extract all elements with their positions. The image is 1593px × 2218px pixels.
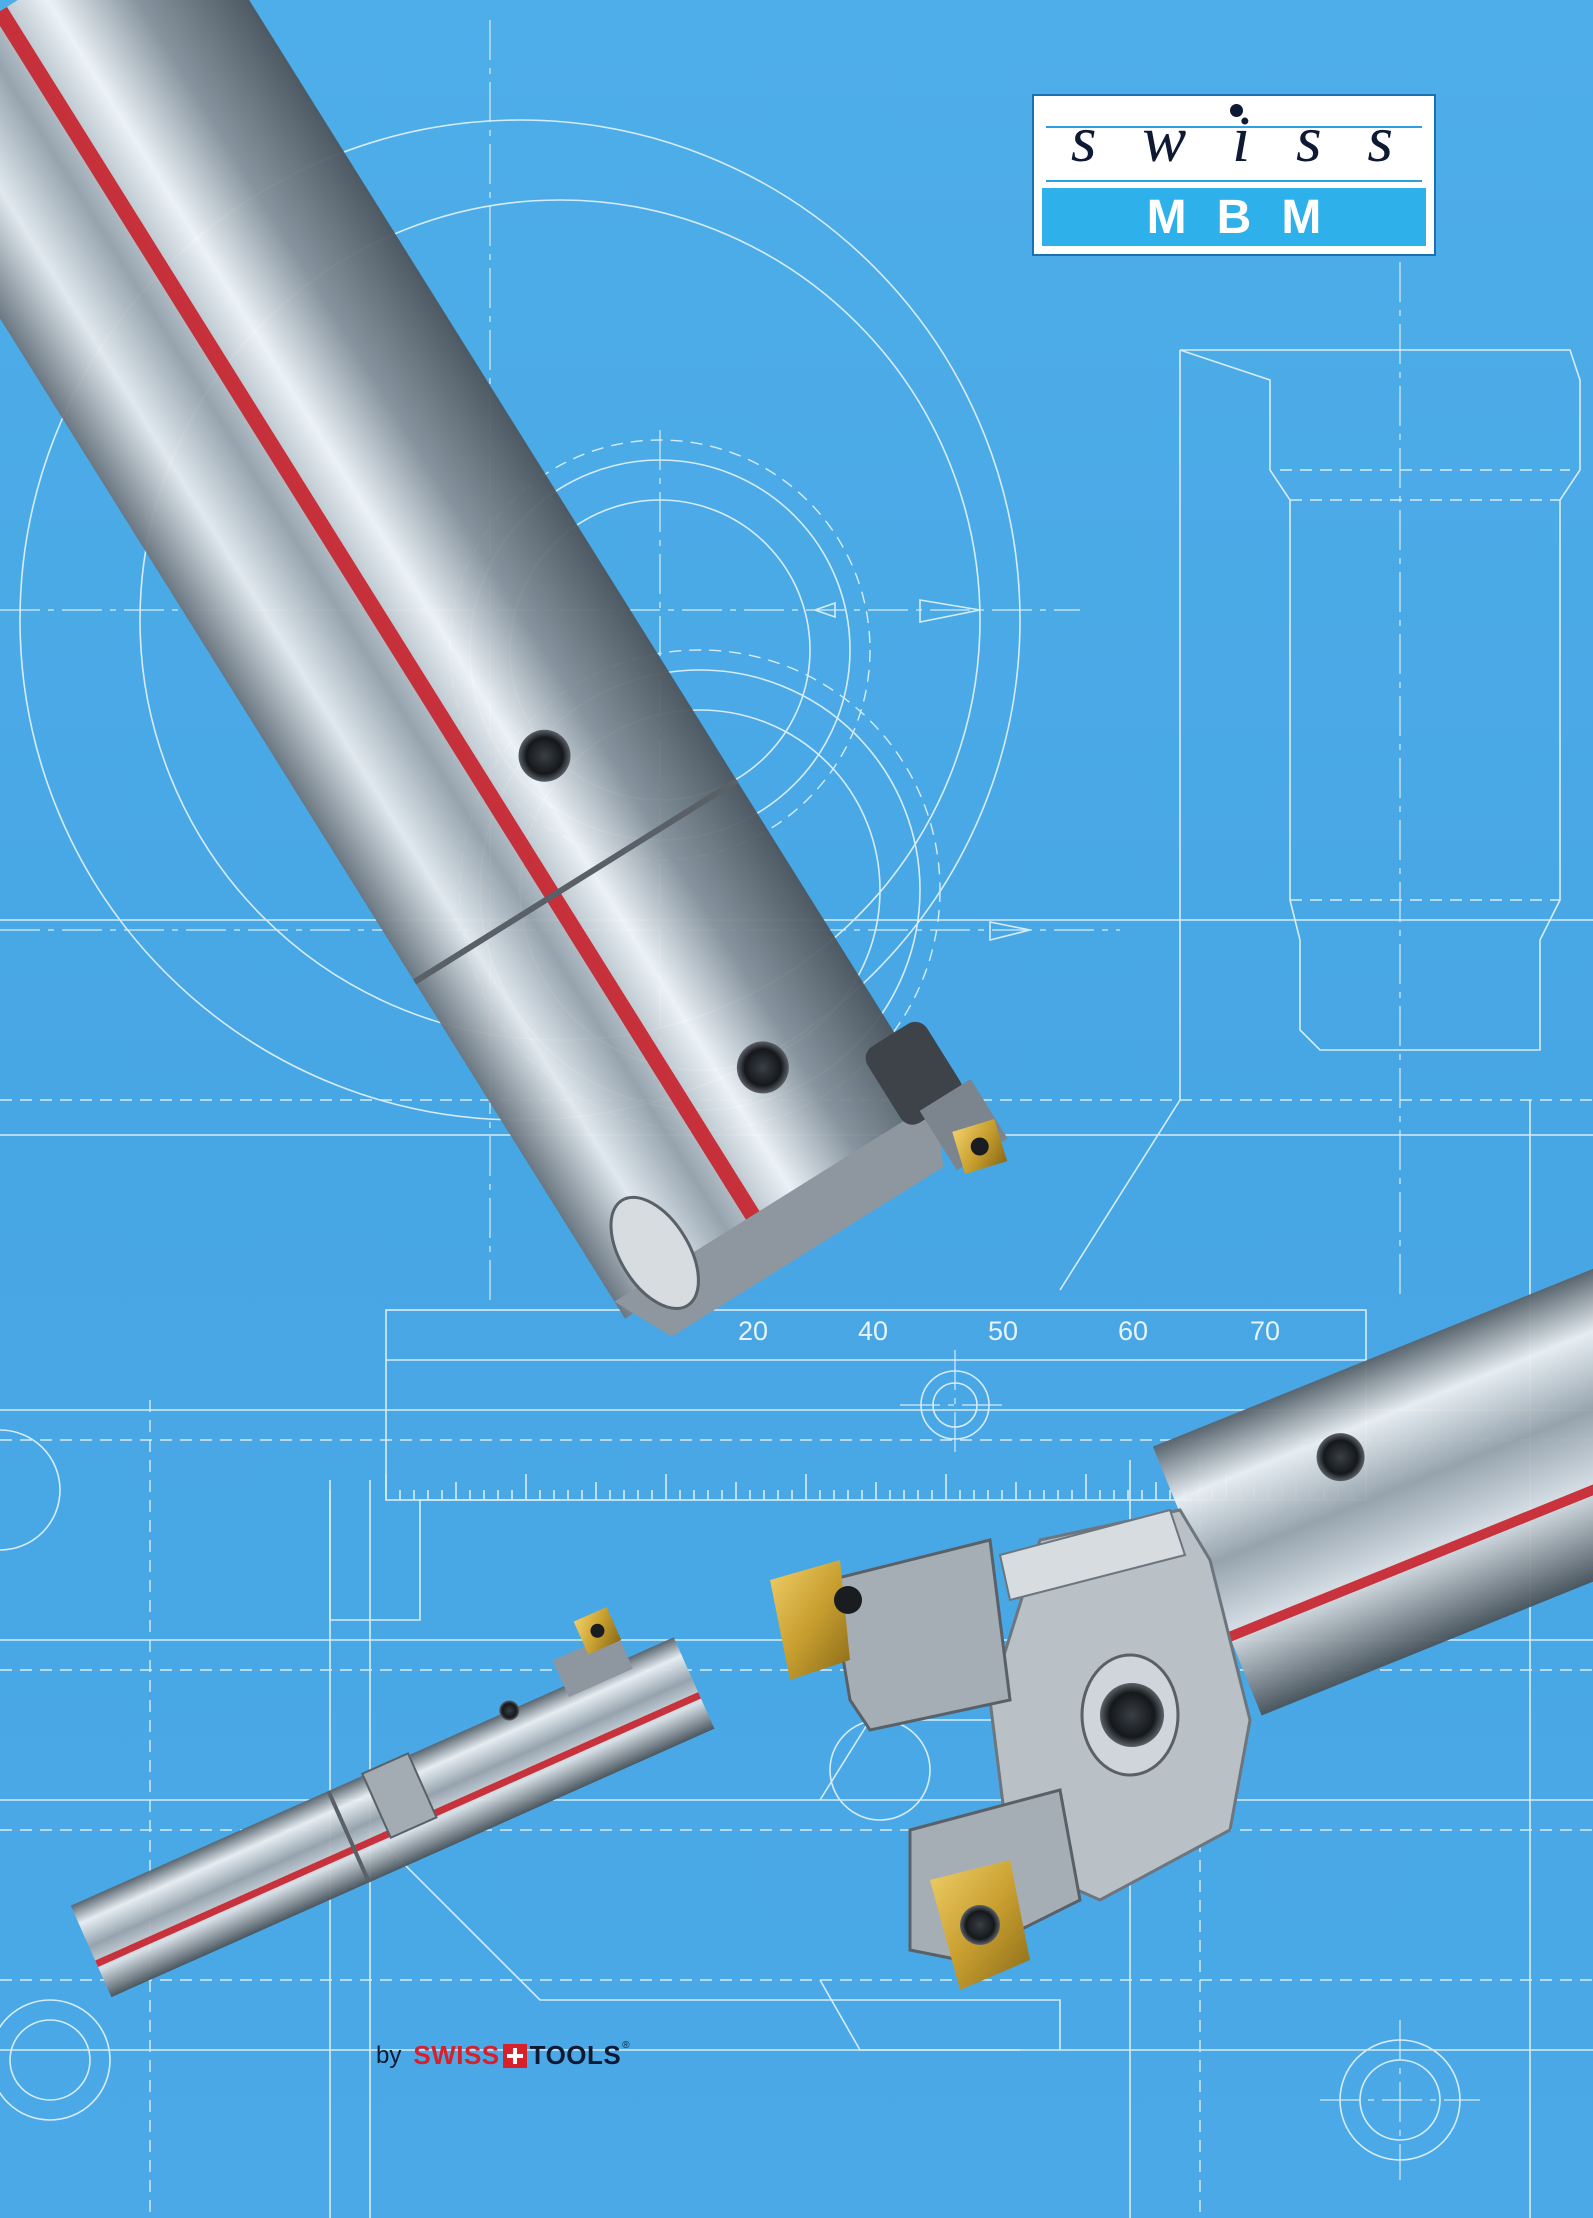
logo-letter: s [1296,103,1326,176]
swiss-cross-icon [502,2043,527,2068]
logo-rule [1046,180,1422,182]
ruler-label: 70 [1250,1316,1281,1346]
logo-letter: i [1231,103,1255,176]
logo-band: MBM [1042,188,1426,246]
ruler-label: 20 [738,1316,769,1346]
boring-head-modular [770,1266,1593,1990]
screw-icon [499,1700,520,1721]
swiss-mbm-logo: s w i s s MBM [1032,94,1436,256]
ruler-label: 40 [858,1316,889,1346]
brand-name-part1: SWISS [413,2040,500,2070]
logo-letter: s [1367,103,1398,176]
screw-icon [1100,1683,1164,1747]
brand-name-part2: TOOLS [529,2040,622,2070]
byline: by SWISS TOOLS ® [376,2040,630,2071]
boring-bar-small [70,1606,715,1998]
logo-wordmark: s w i s s [1034,103,1434,178]
cutting-insert [770,1560,850,1680]
screw-icon [518,729,571,782]
screw-icon [1316,1433,1365,1482]
ruler-label: 50 [988,1316,1019,1346]
screw-icon [960,1905,1000,1945]
logo-i-dot [1230,104,1243,117]
logo-rule [1046,126,1422,128]
logo-letter: s [1070,103,1101,176]
boring-bar-large [0,0,1008,1337]
ruler-label: 60 [1118,1316,1149,1346]
logo-letter: w [1142,103,1191,176]
adjustment-dial [609,1195,700,1310]
trademark-mark: ® [622,2040,630,2051]
screw-icon [736,1041,789,1094]
byline-prefix: by [376,2041,402,2069]
